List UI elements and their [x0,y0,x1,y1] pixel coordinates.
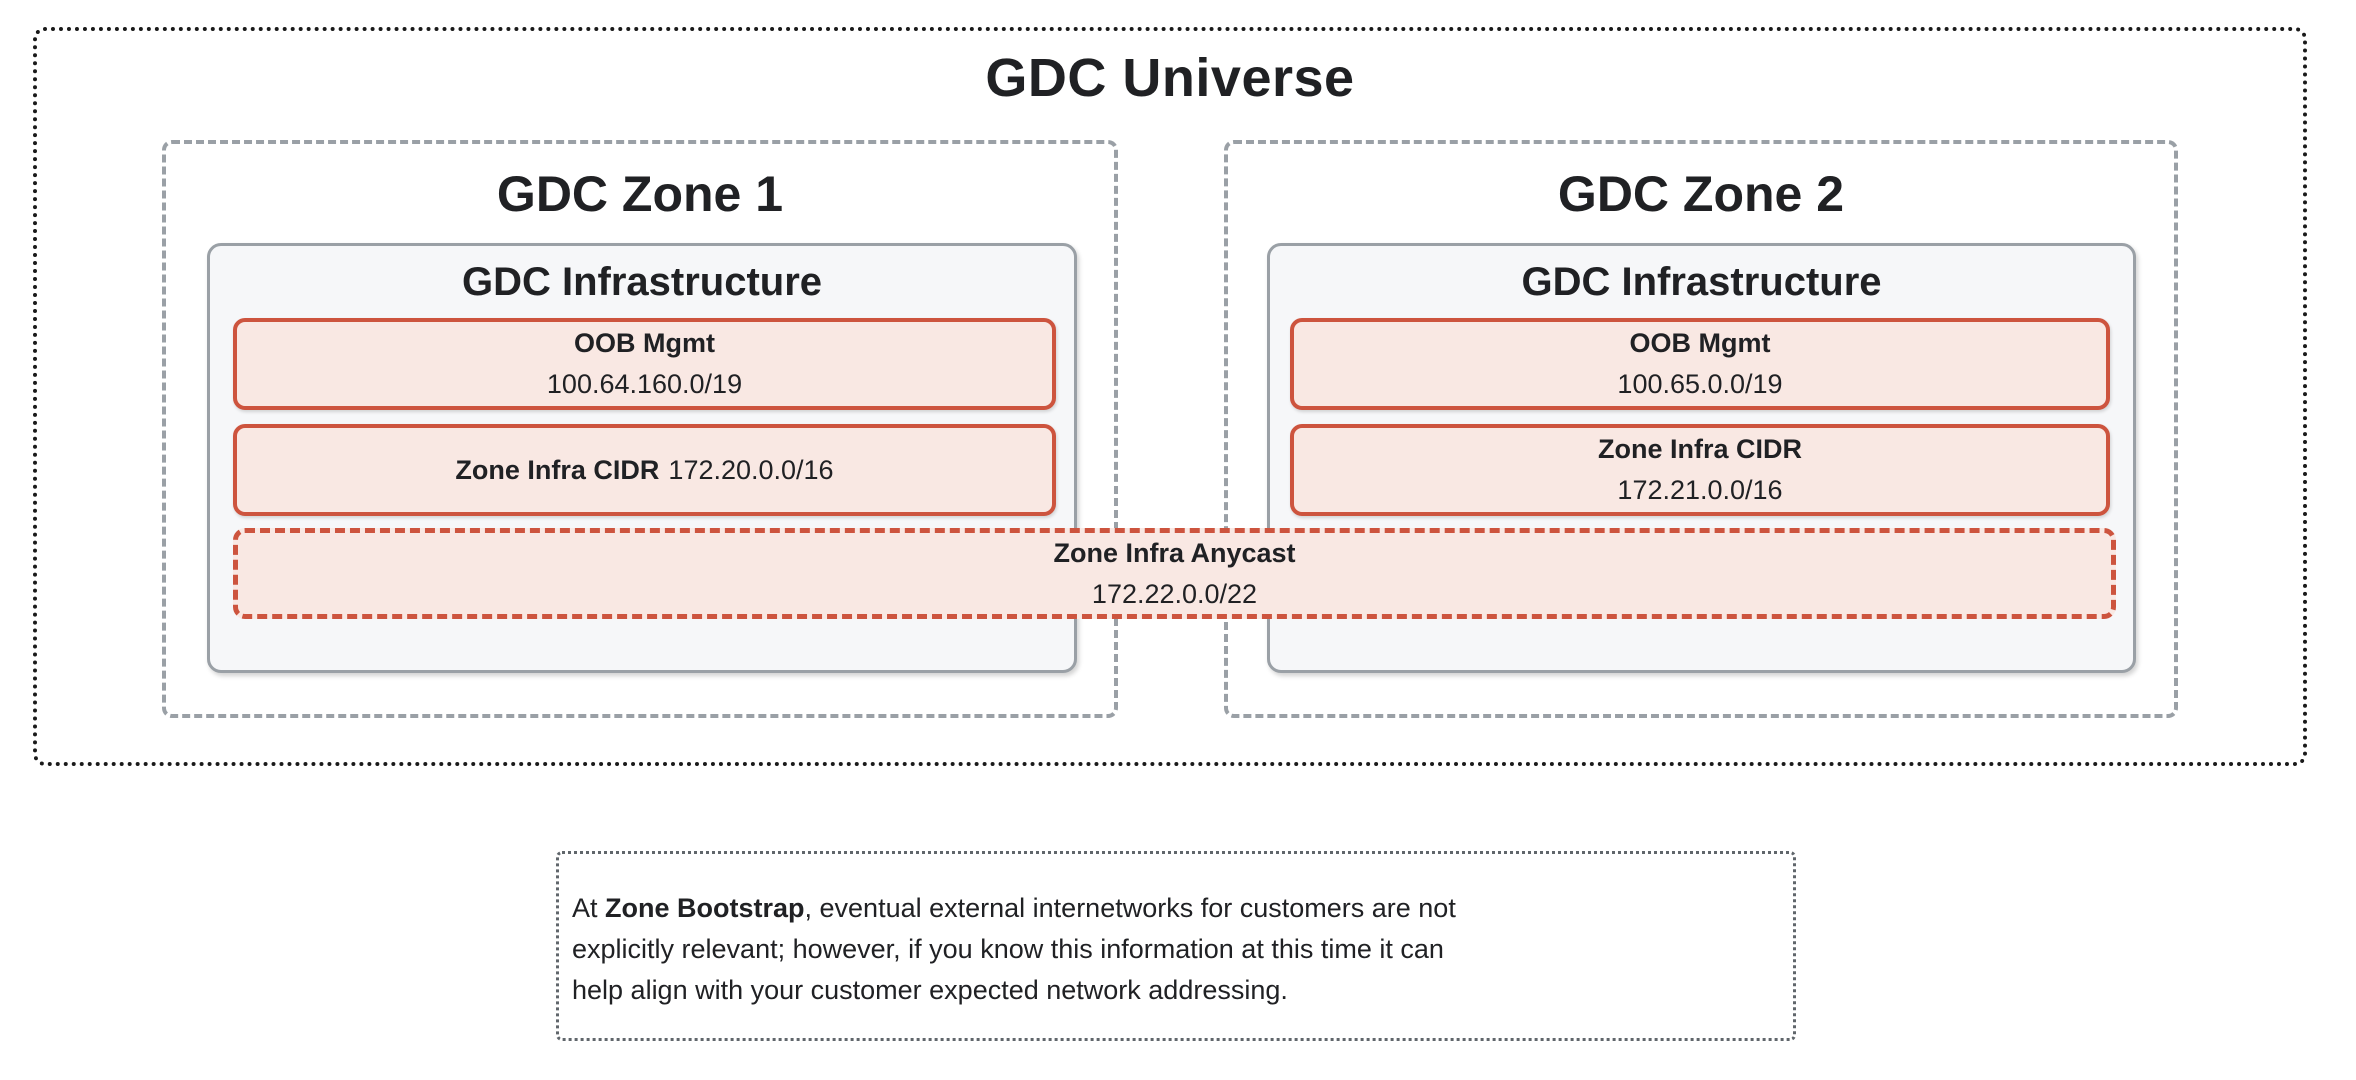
gdc-zone1-box [162,140,1118,718]
zone2-oob-mgmt-box: OOB Mgmt 100.65.0.0/19 [1290,318,2110,410]
zone1-oob-mgmt-box: OOB Mgmt 100.64.160.0/19 [233,318,1056,410]
zone2-oob-cidr: 100.65.0.0/19 [1617,369,1783,399]
zone1-infrastructure-title: GDC Infrastructure [461,260,823,304]
note-line1-prefix: At [572,893,606,923]
note-line-3: help align with your customer expected n… [572,975,1288,1005]
note-line-1: At Zone Bootstrap, eventual external int… [572,888,1773,929]
zone1-infra-cidr-value: 172.20.0.0/16 [668,454,834,485]
gdc-zone1-title: GDC Zone 1 [496,166,784,222]
zone-infra-anycast-box: Zone Infra Anycast 172.22.0.0/22 [233,528,2116,619]
note-line1-suffix: , eventual external internetworks for cu… [804,893,1456,923]
zone-bootstrap-note: At Zone Bootstrap, eventual external int… [556,851,1796,1041]
gdc-zone2-box [1224,140,2178,718]
zone2-infra-cidr-label: Zone Infra CIDR [1597,434,1802,464]
gdc-universe-title: GDC Universe [985,48,1355,108]
zone2-infra-cidr-box: Zone Infra CIDR 172.21.0.0/16 [1290,424,2110,516]
zone2-infrastructure-title: GDC Infrastructure [1521,260,1882,304]
zone1-infra-cidr-box: Zone Infra CIDR 172.20.0.0/16 [233,424,1056,516]
zone1-oob-label: OOB Mgmt [574,328,715,358]
gdc-universe-box [33,27,2307,766]
zone2-infra-cidr-value: 172.21.0.0/16 [1617,475,1783,505]
note-line-2: explicitly relevant; however, if you kno… [572,934,1444,964]
note-line1-bold: Zone Bootstrap [605,893,805,923]
zone1-infra-cidr-label: Zone Infra CIDR [455,454,660,485]
zone1-oob-cidr: 100.64.160.0/19 [546,369,743,399]
gdc-zone2-title: GDC Zone 2 [1557,166,1845,222]
zone2-oob-label: OOB Mgmt [1629,328,1771,358]
anycast-cidr: 172.22.0.0/22 [1091,578,1258,609]
anycast-label: Zone Infra Anycast [1053,537,1296,568]
